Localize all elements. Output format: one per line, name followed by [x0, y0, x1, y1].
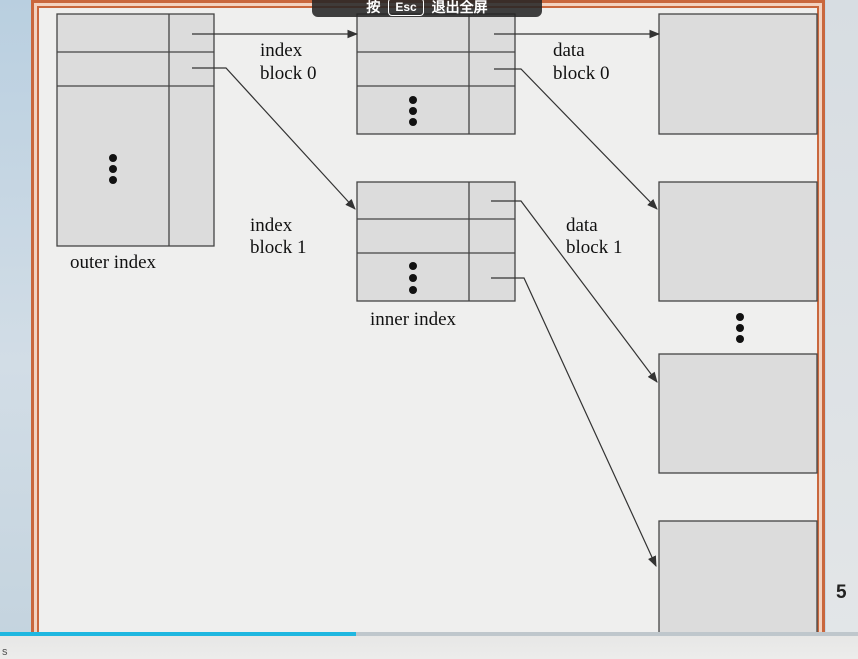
- playback-progress-fill: [0, 632, 357, 636]
- index-block-1-label-line1: index: [250, 215, 293, 236]
- data-blocks-ellipsis: [736, 313, 744, 343]
- outer-index-ellipsis: [109, 154, 117, 184]
- arrow-index1-to-data-block-2: [491, 200, 658, 383]
- esc-key-badge[interactable]: Esc: [388, 0, 424, 16]
- index-block-1-label-line2: block 1: [250, 237, 306, 258]
- index-block-1-ellipsis: [409, 262, 417, 294]
- data-block-1: [658, 181, 818, 302]
- page-number: 5: [836, 582, 847, 603]
- playback-progress-bar[interactable]: [0, 632, 858, 636]
- index-block-1: [356, 181, 516, 302]
- data-block-2: [658, 353, 818, 474]
- index-block-0: [356, 13, 516, 135]
- toast-suffix: 退出全屏: [431, 0, 488, 15]
- desktop-background-left: [0, 0, 34, 659]
- data-block-0-label-line1: data: [553, 40, 585, 61]
- arrow-index0-to-data-block-1: [494, 68, 658, 210]
- data-block-3: [658, 520, 818, 641]
- desktop-background-right: [826, 0, 858, 659]
- outer-index-block: [56, 13, 215, 247]
- player-control-strip: [0, 636, 858, 659]
- arrow-outer-to-index-block-1: [192, 67, 356, 210]
- data-block-1-label-line2: block 1: [566, 237, 622, 258]
- fullscreen-exit-toast: 按 Esc 退出全屏: [312, 0, 542, 17]
- data-block-1-label-line1: data: [566, 215, 598, 236]
- corner-text: s: [2, 646, 8, 658]
- data-block-0-label-line2: block 0: [553, 63, 609, 84]
- data-block-0: [658, 13, 818, 135]
- outer-index-caption: outer index: [70, 252, 157, 273]
- index-block-0-label-line1: index: [260, 40, 303, 61]
- index-block-0-ellipsis: [409, 96, 417, 126]
- arrow-index1-to-data-block-3: [491, 277, 657, 567]
- index-block-0-label-line2: block 0: [260, 63, 316, 84]
- inner-index-caption: inner index: [370, 309, 457, 330]
- toast-prefix: 按: [366, 0, 381, 15]
